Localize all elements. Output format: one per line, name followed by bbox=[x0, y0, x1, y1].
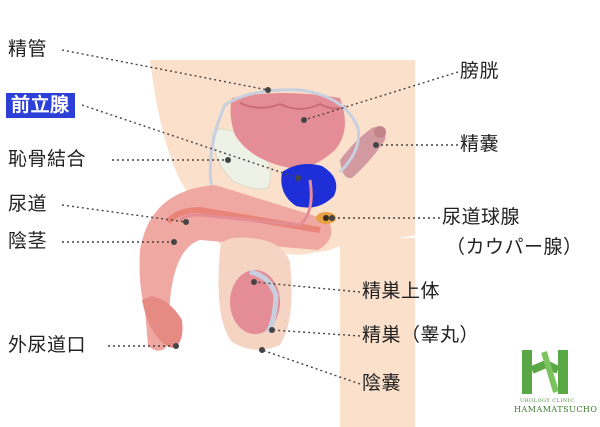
logo-text-line2: HAMAMATSUCHO bbox=[514, 405, 598, 414]
epididymis-shape bbox=[249, 269, 279, 334]
leader-lines bbox=[61, 49, 459, 385]
label-epididymis: 精巣上体 bbox=[362, 280, 441, 302]
testis-shape bbox=[230, 270, 280, 334]
clinic-logo-icon bbox=[522, 350, 568, 394]
label-bladder: 膀胱 bbox=[460, 60, 500, 82]
label-prostate: 前立腺 bbox=[6, 93, 75, 118]
lower-body bbox=[340, 238, 415, 427]
prostate-shape bbox=[281, 164, 337, 208]
label-vas-deferens: 精管 bbox=[8, 38, 48, 60]
label-external-urethral-orifice: 外尿道口 bbox=[8, 334, 87, 356]
urethra-line bbox=[178, 179, 313, 227]
seminal-vesicle-shape bbox=[340, 126, 386, 179]
label-urethra: 尿道 bbox=[8, 193, 48, 215]
label-seminal-vesicle: 精嚢 bbox=[460, 133, 500, 155]
vas-deferens-line bbox=[208, 88, 361, 191]
label-bulbourethral-gland: 尿道球腺 bbox=[442, 206, 521, 228]
bladder-shape bbox=[230, 93, 345, 169]
label-cowper-gland: （カウパー腺） bbox=[446, 236, 583, 258]
label-penis: 陰茎 bbox=[8, 230, 48, 252]
glans-shape bbox=[142, 296, 183, 348]
label-pubic-symphysis: 恥骨結合 bbox=[8, 148, 87, 170]
label-scrotum: 陰嚢 bbox=[362, 372, 402, 394]
logo-text-line1: UROLOGY CLINIC bbox=[520, 398, 575, 404]
label-testis: 精巣（睾丸） bbox=[362, 324, 480, 346]
